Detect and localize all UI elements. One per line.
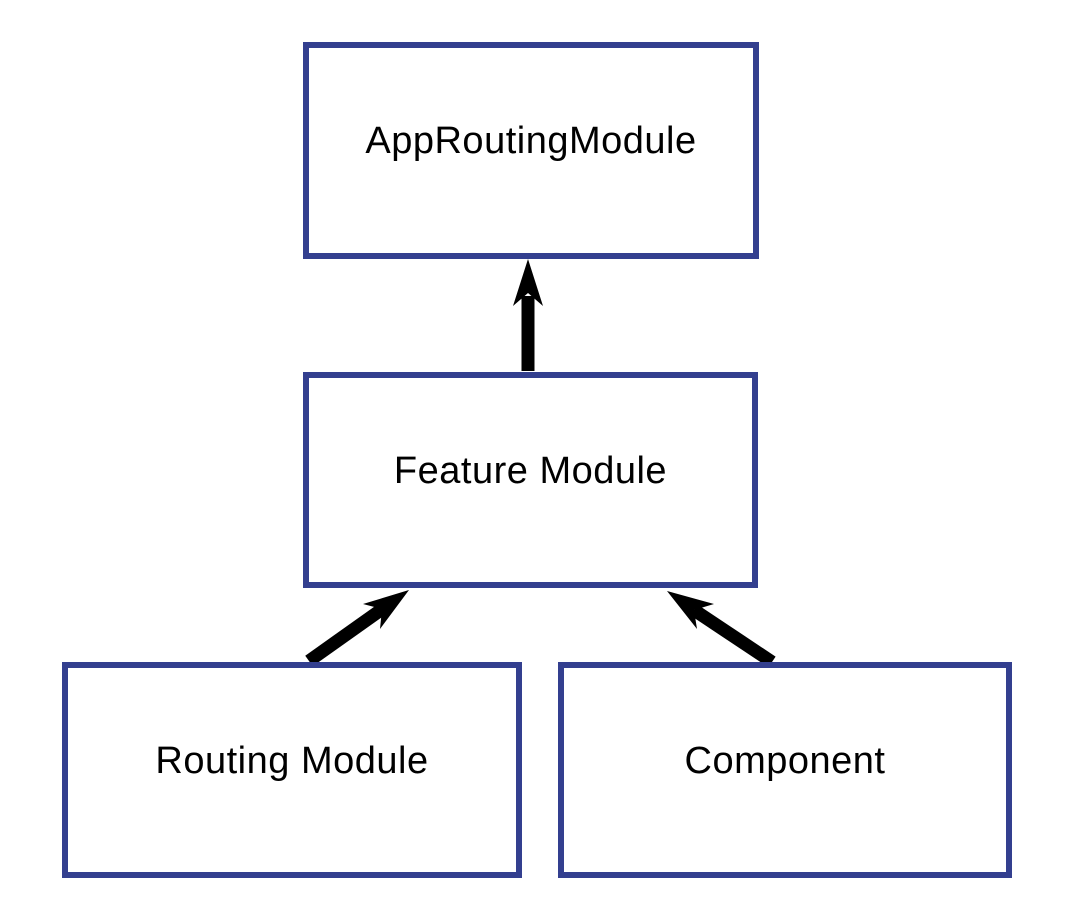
node-component: Component	[558, 662, 1012, 878]
node-routing-module: Routing Module	[62, 662, 522, 878]
node-component-label: Component	[684, 739, 886, 782]
arrow-feature-to-approutingmodule	[513, 259, 543, 371]
node-app-routing-module: AppRoutingModule	[303, 42, 759, 259]
node-feature-module: Feature Module	[303, 372, 758, 588]
node-feature-module-label: Feature Module	[393, 449, 668, 492]
node-app-routing-module-label: AppRoutingModule	[365, 120, 697, 162]
arrow-routingmodule-to-feature	[305, 590, 409, 667]
arrow-component-to-feature	[667, 591, 776, 668]
node-routing-module-label: Routing Module	[155, 739, 429, 782]
